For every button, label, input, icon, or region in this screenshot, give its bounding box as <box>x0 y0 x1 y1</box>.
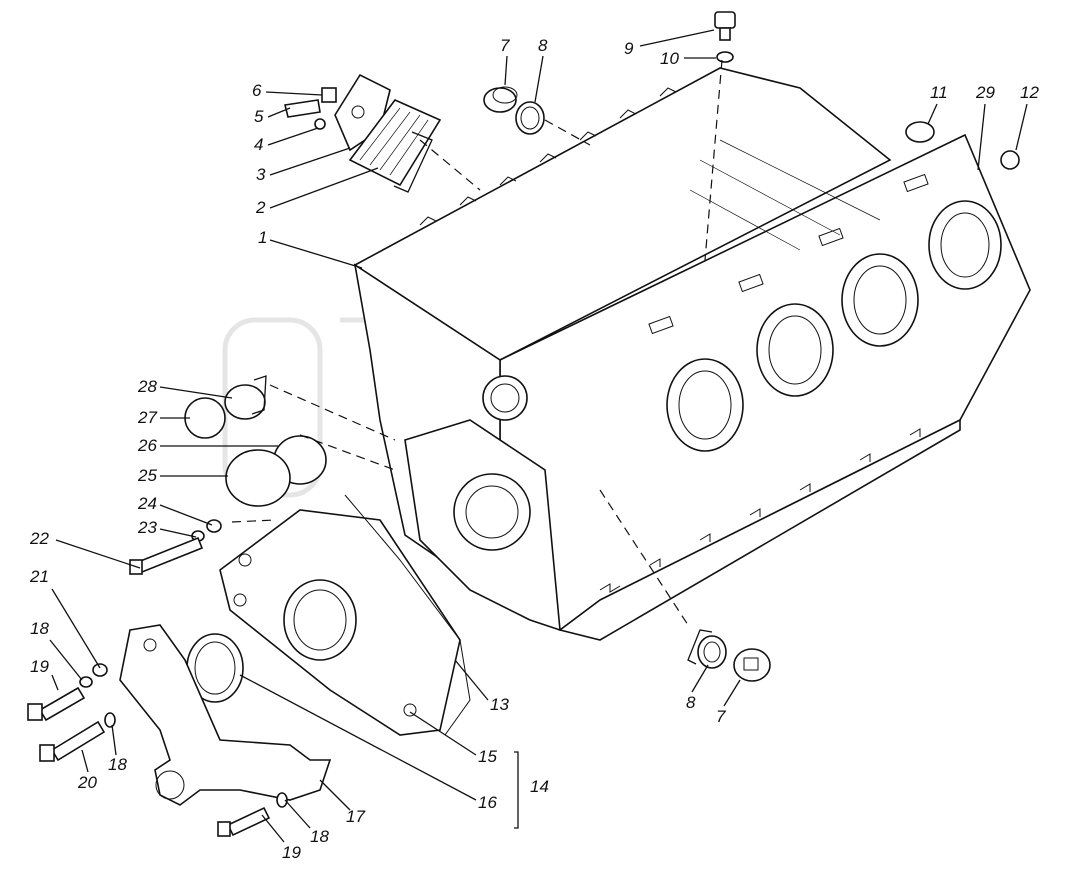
callout-leader-c28 <box>159 386 233 399</box>
callout-leader-c2 <box>269 167 379 209</box>
mount-bracket-icon <box>119 624 332 806</box>
callout-label-c14: 14 <box>530 777 549 796</box>
callout-label-c19b: 19 <box>282 843 301 862</box>
callout-leader-c19b <box>261 814 285 843</box>
callout-leader-c29 <box>977 103 986 171</box>
callout-label-c2: 2 <box>255 198 266 217</box>
callout-leader-c11 <box>927 103 938 125</box>
callout-leader-c3 <box>269 147 351 176</box>
callout-leader-c18a <box>49 639 83 681</box>
callout-leader-c13 <box>454 659 489 701</box>
callout-leader-c7b <box>723 679 741 707</box>
callout-leader-c12 <box>1015 103 1028 151</box>
cylinder-bores <box>666 200 1002 452</box>
callout-leader-c24 <box>159 504 213 526</box>
callout-leader-c19a <box>51 674 59 691</box>
callout-label-c22: 22 <box>29 529 49 548</box>
callout-leader-c4 <box>267 127 319 146</box>
callout-leader-c9 <box>639 29 715 47</box>
callout-leader-c8a <box>534 55 544 103</box>
cylinder-block-icon <box>353 67 1031 641</box>
callout-label-c3: 3 <box>256 165 266 184</box>
callout-label-c10: 10 <box>660 49 679 68</box>
callout-leader-c15 <box>409 711 477 756</box>
callout-leader-c18b <box>111 724 117 756</box>
callout-label-c8a: 8 <box>538 36 548 55</box>
callout-leader-c17 <box>319 779 351 811</box>
callout-leader-c21 <box>51 588 101 669</box>
callout-label-c17: 17 <box>346 807 365 826</box>
callout-label-c18a: 18 <box>30 619 49 638</box>
front-cover-icon <box>186 494 471 736</box>
callout-label-c21: 21 <box>29 567 49 586</box>
callout-label-c8b: 8 <box>686 693 696 712</box>
callout-label-c5: 5 <box>254 107 264 126</box>
callout-label-c7a: 7 <box>500 36 510 55</box>
bolt-9-icon <box>714 11 736 63</box>
cover-plate-parts-icon <box>284 73 442 187</box>
callout-leader-c5 <box>267 107 291 118</box>
callout-label-c28: 28 <box>137 377 157 396</box>
callout-label-c18c: 18 <box>310 827 329 846</box>
callout-label-c1: 1 <box>258 228 267 247</box>
callout-label-c18b: 18 <box>108 755 127 774</box>
plug-and-washer-bottom-icon <box>697 635 771 682</box>
callout-label-c23: 23 <box>137 518 157 537</box>
callout-label-c24: 24 <box>137 494 157 513</box>
plug-and-washer-top-icon <box>483 86 545 135</box>
callout-leader-c22 <box>55 539 141 569</box>
callout-label-c6: 6 <box>252 81 262 100</box>
callout-leader-c1 <box>269 239 363 269</box>
bracket-bolts-icon <box>27 663 288 837</box>
callout-leader-c23 <box>159 528 197 538</box>
right-top-parts-icon <box>905 121 1020 170</box>
callout-label-c27: 27 <box>137 408 157 427</box>
callout-leader-c8b <box>691 664 709 693</box>
callout-label-c20: 20 <box>77 773 97 792</box>
callout-leader-c6 <box>265 91 323 96</box>
callout-label-c12: 12 <box>1020 83 1039 102</box>
bolt-22-icon <box>129 536 204 575</box>
callout-label-c25: 25 <box>137 466 157 485</box>
callout-label-c11: 11 <box>930 83 948 102</box>
callout-label-c4: 4 <box>254 135 263 154</box>
callout-label-c7b: 7 <box>716 707 726 726</box>
callout-label-c9: 9 <box>624 39 634 58</box>
callout-leader-c7a <box>504 55 508 86</box>
callout-leader-c16 <box>239 674 477 801</box>
callout-leader-c20 <box>81 749 89 773</box>
callout-label-c26: 26 <box>137 436 157 455</box>
callout-label-c19a: 19 <box>30 657 49 676</box>
callout-label-c13: 13 <box>490 695 509 714</box>
callout-label-c29: 29 <box>975 83 995 102</box>
callout-label-c15: 15 <box>478 747 497 766</box>
callout-label-c16: 16 <box>478 793 497 812</box>
assembly-lines <box>231 59 723 829</box>
callout-leader-c18c <box>284 799 311 829</box>
